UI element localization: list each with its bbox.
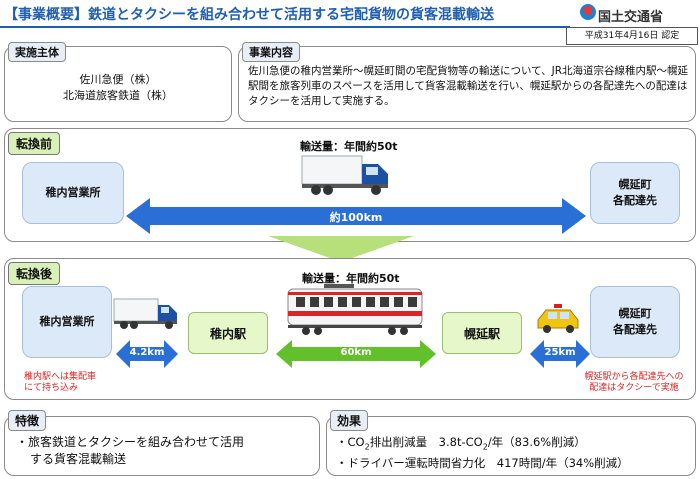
effects-panel (326, 416, 696, 476)
co2-prefix: CO (347, 435, 365, 449)
note-left: 稚内駅へは集配車 にて持ち込み (24, 372, 96, 394)
operator-line-1: 佐川急便（株） (79, 73, 157, 86)
before-dest-line-1: 幌延町 (618, 178, 652, 191)
distance-4km: 4.2km (129, 347, 165, 358)
after-dest-line-1: 幌延町 (618, 307, 652, 320)
note-left-line-1: 稚内駅へは集配車 (24, 372, 97, 382)
title-underline (0, 26, 570, 28)
taxi-icon (537, 304, 579, 333)
note-right-line-2: 配達はタクシーで実施 (589, 383, 679, 393)
before-route-arrow (126, 198, 586, 234)
delivery-truck-icon (113, 298, 177, 329)
content-label: 事業内容 (242, 42, 300, 62)
effects-text: ・CO2排出削減量 3.8t-CO2/年（83.6%削減） ・ドライバー運転時間… (336, 434, 629, 472)
ministry-name: 国土交通省 (598, 10, 664, 25)
driver-text: ドライバー運転時間省力化 417時間/年（34%削減） (347, 456, 629, 471)
horonobe-station-box: 幌延駅 (442, 312, 522, 354)
transition-arrow (268, 236, 414, 262)
operator-label: 実施主体 (8, 42, 66, 62)
wakkanai-station-box: 稚内駅 (188, 312, 268, 354)
features-text: ・旅客鉄道とタクシーを組み合わせて活用 する貨客混載輸送 (16, 434, 244, 468)
note-right-line-1: 幌延駅から各配達先への (584, 372, 684, 382)
approval-date: 平成31年4月16日 認定 (566, 27, 698, 45)
wakkanai-station: 稚内駅 (209, 326, 246, 341)
effect-bullet-2: ・ (336, 456, 348, 471)
effect-co2: ・CO2排出削減量 3.8t-CO2/年（83.6%削減） (336, 434, 629, 455)
truck-icon (301, 155, 388, 195)
arrow-4km (116, 340, 178, 368)
after-panel (4, 258, 696, 400)
before-volume: 輸送量：年間約50t (300, 140, 398, 153)
before-dest-line-2: 各配達先 (613, 194, 657, 207)
after-destination-box: 幌延町 各配達先 (590, 286, 680, 358)
after-label: 転換後 (8, 262, 61, 285)
operator-line-2: 北海道旅客鉄道（株） (63, 89, 173, 102)
features-line-1: 旅客鉄道とタクシーを組み合わせて活用 (28, 435, 245, 449)
co2-tail: /年（83.6%削減） (487, 435, 586, 449)
effect-bullet-1: ・ (336, 435, 348, 449)
page-title: 【事業概要】鉄道とタクシーを組み合わせて活用する宅配貨物の貨客混載輸送 (4, 7, 494, 23)
train-icon (287, 284, 423, 335)
before-distance: 約100km (329, 211, 383, 224)
arrow-60km (276, 340, 436, 368)
before-label: 転換前 (8, 132, 61, 155)
after-origin-box: 稚内営業所 (22, 286, 112, 358)
distance-60km: 60km (340, 347, 372, 358)
note-left-line-2: にて持ち込み (24, 383, 79, 393)
co2-sub: 2 (364, 442, 370, 452)
effects-label: 効果 (330, 410, 369, 431)
arrow-25km (530, 340, 590, 368)
horonobe-station: 幌延駅 (463, 326, 500, 341)
distance-25km: 25km (544, 347, 576, 358)
note-right: 幌延駅から各配達先への 配達はタクシーで実施 (574, 372, 694, 394)
features-label: 特徴 (8, 410, 47, 431)
operator-names: 佐川急便（株） 北海道旅客鉄道（株） (4, 72, 232, 104)
ministry-logo-icon (580, 4, 596, 20)
features-line-2: する貨客混載輸送 (30, 452, 127, 466)
co2-sub-2: 2 (482, 442, 488, 452)
before-destination-box: 幌延町 各配達先 (590, 162, 680, 224)
content-text: 佐川急便の稚内営業所〜幌延町間の宅配貨物等の輸送について、JR北海道宗谷線稚内駅… (248, 65, 689, 107)
features-panel (4, 416, 320, 476)
after-origin: 稚内営業所 (39, 315, 95, 328)
after-dest-line-2: 各配達先 (613, 323, 657, 336)
header: 【事業概要】鉄道とタクシーを組み合わせて活用する宅配貨物の貨客混載輸送 (0, 0, 700, 28)
content-panel (238, 46, 696, 122)
before-origin: 稚内営業所 (45, 186, 101, 199)
co2-rest: 排出削減量 3.8t-CO (369, 435, 483, 449)
features-bullet: ・ (16, 435, 29, 449)
before-origin-box: 稚内営業所 (22, 162, 124, 224)
effect-driver: ・ドライバー運転時間省力化 417時間/年（34%削減） (336, 455, 629, 472)
after-volume: 輸送量：年間約50t (302, 272, 400, 285)
